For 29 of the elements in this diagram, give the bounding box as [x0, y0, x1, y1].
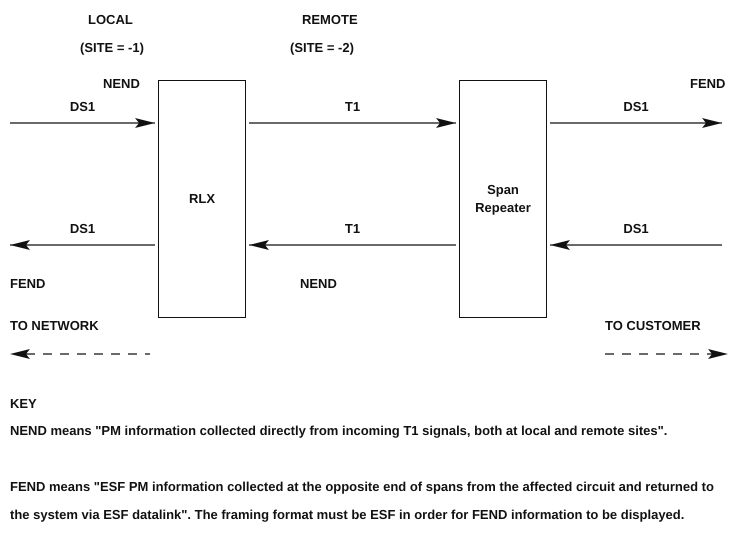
edge-label: DS1: [623, 221, 649, 237]
arrow: [10, 240, 155, 250]
edge-label: DS1: [623, 99, 649, 115]
edge-label: T1: [344, 99, 360, 115]
process-box: [158, 80, 246, 318]
text-label: (SITE = -1): [80, 40, 144, 56]
arrow: [550, 240, 722, 250]
edge-label: T1: [344, 221, 360, 237]
text-label: TO CUSTOMER: [605, 318, 701, 334]
text-label: TO NETWORK: [10, 318, 99, 334]
arrow: [10, 118, 155, 128]
text-label: NEND: [103, 76, 140, 92]
edge-label: DS1: [70, 99, 96, 115]
box-label: RLX: [188, 190, 216, 208]
box-label: Span Repeater: [474, 181, 532, 217]
text-label: NEND: [300, 276, 337, 292]
arrow: [550, 118, 722, 128]
edge-label: DS1: [70, 221, 96, 237]
text-label: REMOTE: [302, 12, 358, 28]
text-label: FEND: [690, 76, 726, 92]
text-label: FEND: [10, 276, 46, 292]
key-note: NEND means "PM information collected directly from incoming T1 signals, both at local and remote sites".: [10, 422, 668, 440]
text-label: LOCAL: [88, 12, 133, 28]
key-note: FEND means "ESF PM information collected at the opposite end of spans from the affected circuit and returned to the system via ESF datalink". The framing format must be ESF in order for FEND information to be displayed.: [10, 478, 715, 524]
key-heading: KEY: [10, 396, 37, 412]
arrow: [249, 118, 456, 128]
text-label: (SITE = -2): [290, 40, 354, 56]
process-box: [459, 80, 547, 318]
arrow: [249, 240, 456, 250]
